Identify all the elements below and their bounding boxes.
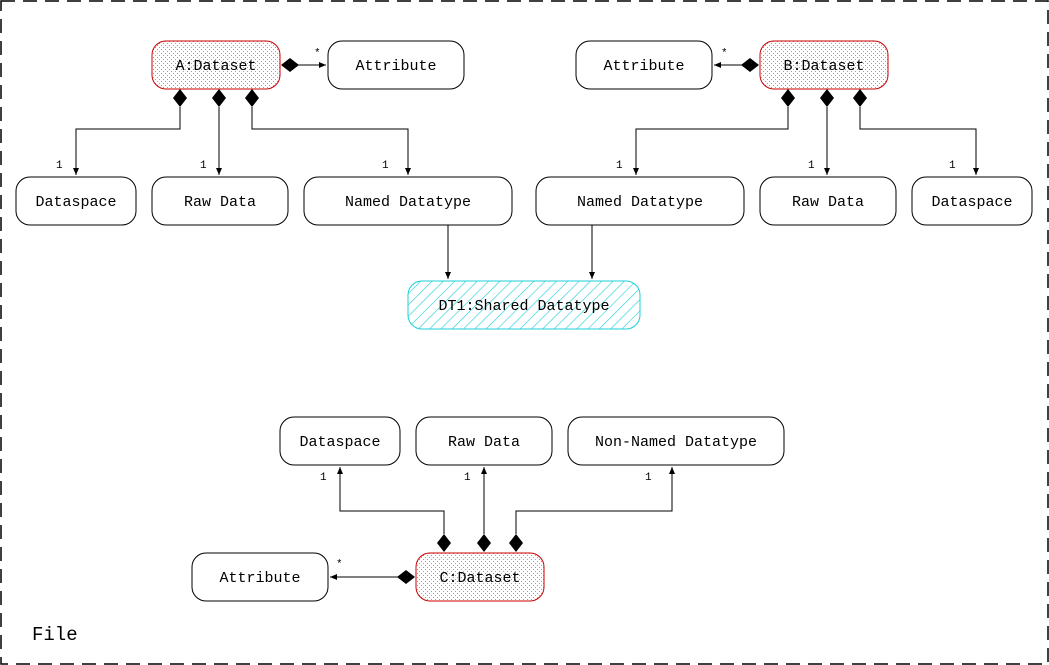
shared-datatype-node[interactable]: DT1:Shared Datatype <box>407 280 641 330</box>
b-rawdata-composition-edge <box>820 89 834 175</box>
a-dataset-node[interactable]: A:Dataset <box>151 40 281 90</box>
c-attribute-node[interactable]: Attribute <box>191 552 329 602</box>
b-named-datatype-node[interactable]: Named Datatype <box>535 176 745 226</box>
b-attribute-composition-edge <box>714 58 759 72</box>
b-dataspace-composition-edge <box>853 89 979 175</box>
svg-text:Attribute: Attribute <box>355 58 436 75</box>
b-rawdata-node[interactable]: Raw Data <box>759 176 897 226</box>
svg-text:Dataspace: Dataspace <box>35 194 116 211</box>
b-dataset-node[interactable]: B:Dataset <box>759 40 889 90</box>
a-named-datatype-composition-edge <box>245 89 411 175</box>
svg-text:DT1:Shared Datatype: DT1:Shared Datatype <box>438 298 609 315</box>
svg-text:Raw Data: Raw Data <box>792 194 864 211</box>
a-attribute-node[interactable]: Attribute <box>327 40 465 90</box>
svg-text:Attribute: Attribute <box>219 570 300 587</box>
svg-text:B:Dataset: B:Dataset <box>783 58 864 75</box>
c-rawdata-node[interactable]: Raw Data <box>415 416 553 466</box>
svg-text:Attribute: Attribute <box>603 58 684 75</box>
c-dataspace-node[interactable]: Dataspace <box>279 416 401 466</box>
svg-text:Named Datatype: Named Datatype <box>577 194 703 211</box>
svg-text:Dataspace: Dataspace <box>931 194 1012 211</box>
c-attribute-multiplicity: * <box>336 559 343 571</box>
b-dataspace-node[interactable]: Dataspace <box>911 176 1033 226</box>
a-attribute-multiplicity: * <box>314 48 321 60</box>
a-dataspace-composition-edge <box>73 89 187 175</box>
b-rawdata-multiplicity: 1 <box>808 160 815 172</box>
b-attribute-multiplicity: * <box>721 48 728 60</box>
c-rawdata-composition-edge <box>477 467 491 552</box>
svg-text:Named Datatype: Named Datatype <box>345 194 471 211</box>
c-dataspace-multiplicity: 1 <box>320 472 327 484</box>
a-rawdata-multiplicity: 1 <box>200 160 207 172</box>
b-named-datatype-multiplicity: 1 <box>616 160 623 172</box>
a-rawdata-node[interactable]: Raw Data <box>151 176 289 226</box>
svg-text:C:Dataset: C:Dataset <box>439 570 520 587</box>
svg-text:Dataspace: Dataspace <box>299 434 380 451</box>
b-attribute-node[interactable]: Attribute <box>575 40 713 90</box>
svg-text:Raw Data: Raw Data <box>448 434 520 451</box>
a-rawdata-composition-edge <box>212 89 226 175</box>
c-rawdata-multiplicity: 1 <box>464 472 471 484</box>
c-nonnamed-datatype-node[interactable]: Non-Named Datatype <box>567 416 785 466</box>
c-attribute-composition-edge <box>330 570 415 584</box>
a-named-datatype-multiplicity: 1 <box>382 160 389 172</box>
b-dataspace-multiplicity: 1 <box>949 160 956 172</box>
c-dataset-node[interactable]: C:Dataset <box>415 552 545 602</box>
a-dataspace-node[interactable]: Dataspace <box>15 176 137 226</box>
c-dataspace-composition-edge <box>337 467 451 552</box>
a-attribute-composition-edge <box>281 58 326 72</box>
svg-text:A:Dataset: A:Dataset <box>175 58 256 75</box>
c-nonnamed-datatype-composition-edge <box>509 467 675 552</box>
b-named-datatype-composition-edge <box>633 89 795 175</box>
svg-text:Raw Data: Raw Data <box>184 194 256 211</box>
a-dataspace-multiplicity: 1 <box>56 160 63 172</box>
c-nonnamed-datatype-multiplicity: 1 <box>645 472 652 484</box>
file-label: File <box>32 624 78 646</box>
a-named-datatype-node[interactable]: Named Datatype <box>303 176 513 226</box>
svg-text:Non-Named Datatype: Non-Named Datatype <box>595 434 757 451</box>
